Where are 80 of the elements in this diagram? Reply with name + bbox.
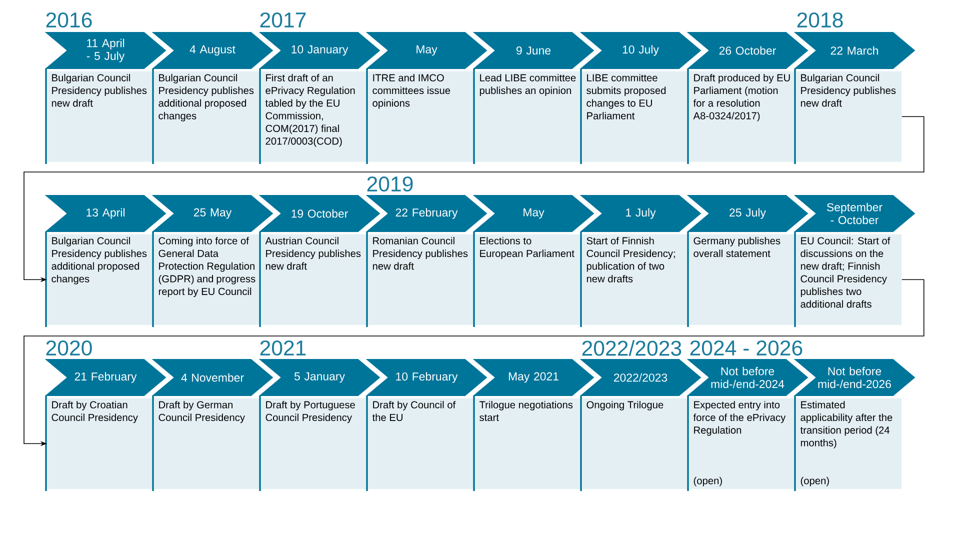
node-label: 10 July — [622, 45, 659, 56]
event-box: Draft by Portuguese Council Presidency — [259, 396, 367, 491]
date-banner: 19 October — [258, 195, 380, 232]
date-banner: Not before mid-/end-2024 — [686, 359, 808, 396]
date-banner: 2022/2023 — [580, 359, 702, 396]
node-label: 10 February — [396, 372, 458, 383]
year-label: 2016 — [46, 12, 92, 28]
date-banner: 1 July — [580, 195, 702, 232]
event-box: EU Council: Start of discussions on the new draft; Finnish Council Presidency publishes two additional drafts — [794, 232, 902, 327]
node-label: 22 March — [830, 46, 878, 55]
event-box: First draft of an ePrivacy Regulation tabled by the EU Commission, COM(2017) final 2017/0003(COD) — [259, 69, 367, 164]
year-label: 2024 - 2026 — [690, 340, 802, 356]
event-box: Bulgarian Council Presidency publishes new draft — [45, 69, 153, 164]
date-banner: 26 October — [686, 32, 808, 69]
year-label: 2022/2023 — [582, 340, 682, 356]
event-box: LIBE committee submits proposed changes to EU Parliament — [580, 69, 688, 164]
node-label: 21 February — [74, 372, 137, 383]
event-box: Estimated applicability after the transition period (24 months) (open) — [794, 396, 902, 491]
node-label: 11 April - 5 July — [86, 38, 125, 62]
date-banner: 25 July — [686, 195, 808, 232]
event-box: Draft by Council of the EU — [366, 396, 474, 491]
node-label: 1 July — [626, 208, 656, 219]
node-label: September - October — [826, 202, 882, 224]
event-box: Start of Finnish Council Presidency; publication of two new drafts — [580, 232, 688, 327]
event-box: Expected entry into force of the ePrivacy Regulation (open) — [687, 396, 795, 491]
node-label: Not before mid-/end-2026 — [818, 366, 891, 388]
date-banner: 5 January — [258, 359, 380, 396]
event-box: Lead LIBE committee publishes an opinion — [473, 69, 581, 164]
date-banner: 4 August — [152, 32, 274, 69]
node-label: 4 November — [181, 373, 244, 382]
date-banner: 21 February — [44, 359, 166, 396]
year-label: 2017 — [260, 12, 306, 28]
date-banner: 10 February — [366, 359, 488, 396]
date-banner: May — [366, 32, 488, 69]
year-label: 2020 — [46, 340, 92, 356]
event-box: Coming into force of General Data Protection Regulation (GDPR) and progress report by EU Council — [152, 232, 260, 327]
event-box: Austrian Council Presidency publishes new draft — [259, 232, 367, 327]
event-box: Romanian Council Presidency publishes new draft — [366, 232, 474, 327]
date-banner: 4 November — [152, 359, 274, 396]
event-box: Draft produced by EU Parliament (motion for a resolution A8-0324/2017) — [687, 69, 795, 164]
event-box: Draft by German Council Presidency — [152, 396, 260, 491]
node-label: 19 October — [292, 209, 348, 218]
event-box: Elections to European Parliament — [473, 232, 581, 327]
node-label: 25 May — [194, 208, 232, 219]
event-box: Ongoing Trilogue — [580, 396, 688, 491]
node-label: May 2021 — [508, 372, 558, 383]
node-label: 22 February — [396, 208, 458, 219]
date-banner: May 2021 — [472, 359, 594, 396]
year-label: 2018 — [797, 12, 843, 28]
date-banner: Not before mid-/end-2026 — [794, 359, 916, 396]
date-banner: 22 February — [366, 195, 488, 232]
node-label: 2022/2023 — [614, 373, 668, 382]
node-label: 4 August — [190, 45, 236, 56]
year-label: 2019 — [367, 176, 413, 192]
node-label: May — [416, 45, 438, 56]
date-banner: 22 March — [794, 32, 916, 69]
date-banner: 13 April — [44, 195, 166, 232]
event-box: Bulgarian Council Presidency publishes new draft — [794, 69, 902, 164]
date-banner: 11 April - 5 July — [44, 32, 166, 69]
date-banner: 10 January — [258, 32, 380, 69]
node-label: 25 July — [730, 208, 766, 219]
date-banner: 10 July — [580, 32, 702, 69]
node-label: 13 April — [86, 208, 124, 219]
date-banner: 9 June — [472, 32, 594, 69]
node-label: 5 January — [294, 372, 345, 383]
node-label: May — [524, 208, 544, 219]
node-label: 10 January — [292, 45, 348, 56]
event-box: Draft by Croatian Council Presidency — [45, 396, 153, 491]
event-box: Bulgarian Council Presidency publishes additional proposed changes — [152, 69, 260, 164]
event-box: Trilogue negotiations start — [473, 396, 581, 491]
node-label: 9 June — [516, 46, 551, 55]
node-label: 26 October — [719, 46, 776, 55]
event-box: Bulgarian Council Presidency publishes additional proposed changes — [45, 232, 153, 327]
event-box: ITRE and IMCO committees issue opinions — [366, 69, 474, 164]
date-banner: September - October — [794, 195, 916, 232]
event-box: Germany publishes overall statement — [687, 232, 795, 327]
year-label: 2021 — [260, 340, 306, 356]
date-banner: 25 May — [152, 195, 274, 232]
node-label: Not before mid-/end-2024 — [711, 366, 784, 388]
date-banner: May — [472, 195, 594, 232]
